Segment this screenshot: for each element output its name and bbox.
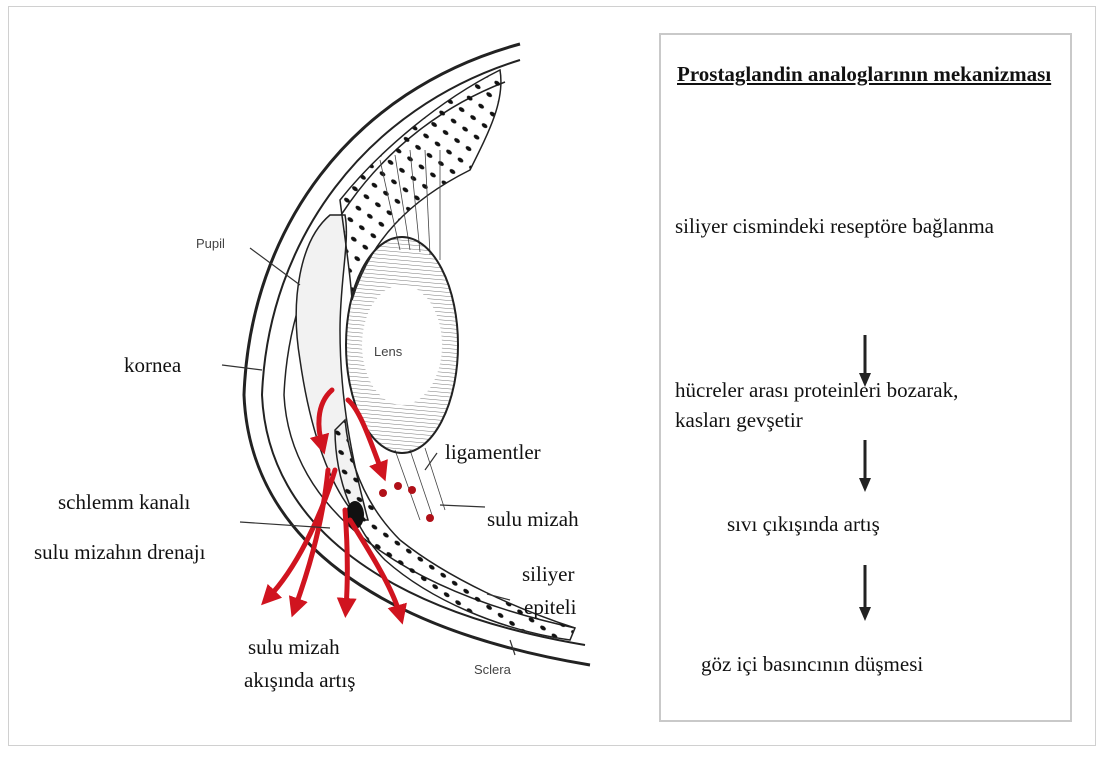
down-arrow-icon — [858, 565, 872, 621]
akis-label-line1: sulu mizah — [248, 635, 340, 659]
mechanism-panel: Prostaglandin analoglarının mekanizması … — [659, 33, 1072, 722]
step-4: göz içi basıncının düşmesi — [701, 649, 923, 679]
lens-label: Lens — [374, 340, 402, 364]
step-1: siliyer cismindeki reseptöre bağlanma — [675, 211, 1005, 241]
akis-label-line2: akışında artış — [244, 668, 355, 692]
sulu-mizah-label: sulu mizah — [487, 507, 579, 531]
sclera-label: Sclera — [474, 658, 511, 682]
ligamentler-label: ligamentler — [445, 440, 541, 464]
aqueous-dots — [379, 482, 434, 522]
down-arrow-icon — [858, 440, 872, 492]
pupil-label: Pupil — [196, 232, 225, 256]
step-2: hücreler arası proteinleri bozarak, kasl… — [675, 375, 1005, 435]
eye-anatomy-diagram: Pupil Lens Sclera kornea ligamentler sch… — [0, 0, 650, 753]
schlemm-label: schlemm kanalı — [58, 490, 190, 514]
panel-title: Prostaglandin analoglarının mekanizması — [677, 59, 1057, 89]
siliyer-label-line1: siliyer — [522, 562, 575, 586]
step-3: sıvı çıkışında artış — [727, 509, 880, 539]
kornea-label: kornea — [124, 353, 181, 377]
drenaj-label: sulu mizahın drenajı — [34, 540, 205, 564]
siliyer-label-line2: epiteli — [524, 595, 576, 619]
